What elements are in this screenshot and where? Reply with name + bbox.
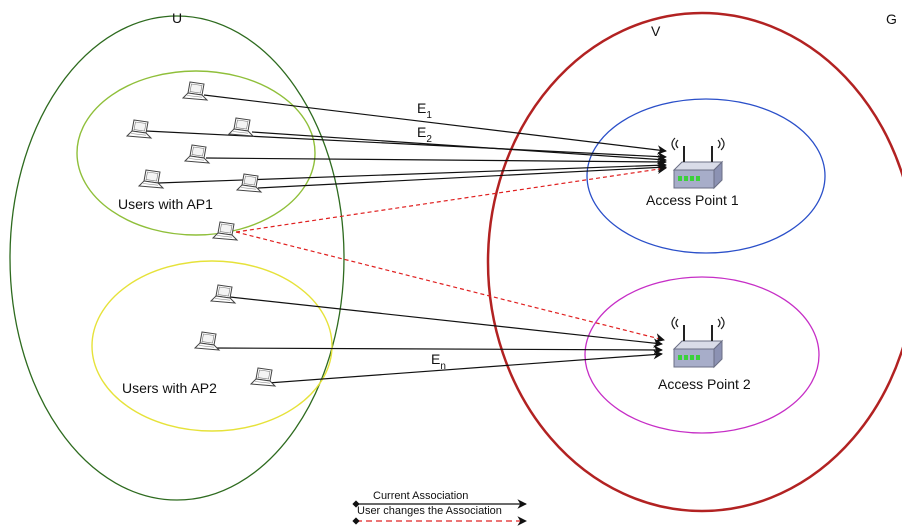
edges-to-ap1: [145, 94, 667, 189]
graph-g-label: G: [886, 11, 897, 27]
legend-current-label: Current Association: [373, 490, 468, 502]
laptop-icon: [126, 119, 152, 139]
laptop-icon: [250, 367, 276, 387]
edge-en: [267, 349, 663, 384]
access-point-1-label: Access Point 1: [646, 192, 739, 208]
laptop-icon: [184, 144, 210, 164]
laptop-icon: [210, 284, 236, 304]
legend: Current Association User changes the Ass…: [352, 490, 527, 526]
access-point-2-icon: [671, 316, 725, 368]
edge-e2: [145, 130, 667, 162]
group-ap2-users: [91, 260, 333, 432]
ap1-coverage: [586, 98, 826, 254]
set-v-boundary: [486, 11, 902, 513]
group-ap2-label: Users with AP2: [122, 380, 217, 396]
dashed-edge-to-ap2: [235, 231, 665, 343]
edge-en-label: En: [431, 351, 446, 372]
edge: [229, 296, 663, 348]
group-ap1-users: [76, 70, 316, 236]
set-v-label: V: [651, 23, 661, 39]
edge-e1-base: E: [417, 100, 426, 116]
edge-e2-label: E2: [417, 124, 432, 145]
laptop-icon: [194, 331, 220, 351]
association-change-edges: [235, 164, 667, 343]
laptop-icon: [182, 81, 208, 101]
access-point-1-icon: [671, 137, 725, 189]
group-ap1-label: Users with AP1: [118, 196, 213, 212]
edge: [205, 157, 667, 167]
edge-e1: [203, 94, 667, 155]
edge-e1-label: E1: [417, 100, 432, 121]
laptop-icon: [138, 169, 164, 189]
edge: [211, 345, 663, 355]
laptops: [126, 81, 276, 387]
set-u-label: U: [172, 10, 182, 26]
dashed-edge-to-ap1: [235, 164, 667, 233]
access-point-2-label: Access Point 2: [658, 376, 751, 392]
edge-en-sub: n: [440, 361, 446, 372]
edge-e1-sub: 1: [426, 110, 432, 121]
set-u-boundary: [9, 15, 345, 501]
edge-e2-base: E: [417, 124, 426, 140]
edge-e2-sub: 2: [426, 134, 432, 145]
edge: [257, 162, 667, 189]
laptop-icon: [236, 173, 262, 193]
legend-changes-label: User changes the Association: [357, 505, 502, 517]
edge-en-base: E: [431, 351, 440, 367]
laptop-icon: [228, 117, 254, 137]
edges-to-ap2: [211, 296, 663, 384]
edge: [251, 131, 667, 165]
ap2-coverage: [584, 276, 820, 434]
